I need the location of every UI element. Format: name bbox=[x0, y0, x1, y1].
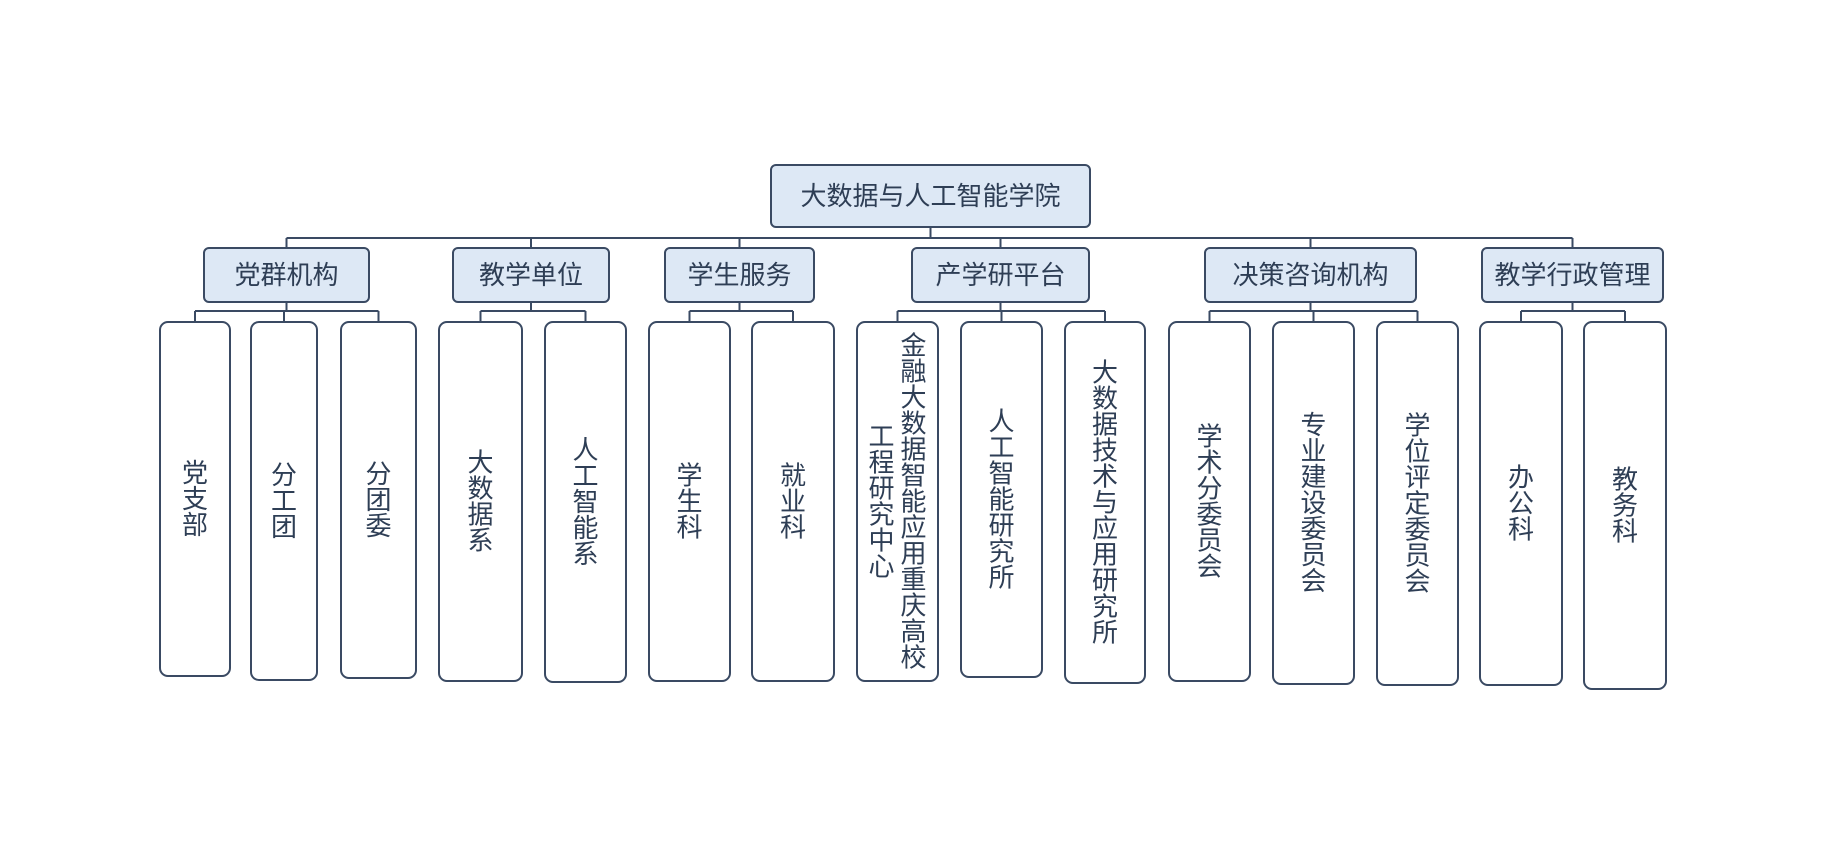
leaf-node-label: 学术分委员会 bbox=[1196, 423, 1222, 583]
category-node-label: 教学行政管理 bbox=[1494, 261, 1650, 291]
leaf-node-box bbox=[159, 321, 231, 677]
leaf-node-label: 分工团 bbox=[271, 461, 297, 543]
category-node-label: 教学单位 bbox=[479, 261, 583, 291]
leaf-node-box bbox=[544, 321, 627, 683]
leaf-node-label: 金融大数据智能应用重庆高校工程研究中心 bbox=[868, 332, 926, 674]
category-node-box bbox=[911, 247, 1090, 303]
leaf-node-label: 学生科 bbox=[676, 462, 702, 544]
leaf-node-label: 分团委 bbox=[365, 460, 391, 542]
leaf-node-label: 学位评定委员会 bbox=[1404, 412, 1430, 598]
leaf-node-box bbox=[856, 321, 939, 682]
leaf-node-label: 教务科 bbox=[1612, 466, 1638, 548]
category-node-box bbox=[664, 247, 815, 303]
category-node-box bbox=[452, 247, 610, 303]
category-node-box bbox=[203, 247, 370, 303]
leaf-node-box bbox=[438, 321, 523, 682]
leaf-node-box bbox=[1376, 321, 1459, 686]
leaf-node-box bbox=[340, 321, 417, 679]
leaf-node-box bbox=[1064, 321, 1146, 684]
leaf-node-box bbox=[1479, 321, 1563, 686]
leaf-node-box bbox=[250, 321, 318, 681]
leaf-node-label: 党支部 bbox=[182, 459, 208, 541]
category-node-box bbox=[1204, 247, 1417, 303]
leaf-node-label: 大数据系 bbox=[467, 449, 493, 557]
category-node-label: 决策咨询机构 bbox=[1232, 261, 1388, 291]
root-node-label: 大数据与人工智能学院 bbox=[800, 182, 1060, 212]
leaf-node-box bbox=[1168, 321, 1251, 682]
category-node-label: 学生服务 bbox=[687, 261, 791, 291]
root-node-box bbox=[770, 164, 1091, 228]
leaf-node-box bbox=[648, 321, 731, 682]
category-node-label: 党群机构 bbox=[234, 261, 338, 291]
leaf-node-box bbox=[751, 321, 835, 682]
connector-lines bbox=[194, 227, 1626, 322]
leaf-node-box bbox=[960, 321, 1043, 678]
category-node-box bbox=[1481, 247, 1664, 303]
leaf-node-label: 人工智能系 bbox=[572, 436, 598, 570]
leaf-node-label: 人工智能研究所 bbox=[988, 408, 1014, 594]
leaf-node-box bbox=[1583, 321, 1667, 690]
leaf-node-label: 就业科 bbox=[780, 462, 806, 544]
leaf-node-label: 办公科 bbox=[1508, 464, 1534, 546]
category-node-label: 产学研平台 bbox=[935, 261, 1065, 291]
leaf-node-label: 大数据技术与应用研究所 bbox=[1092, 359, 1118, 649]
leaf-node-label: 专业建设委员会 bbox=[1300, 411, 1326, 597]
leaf-node-box bbox=[1272, 321, 1355, 685]
